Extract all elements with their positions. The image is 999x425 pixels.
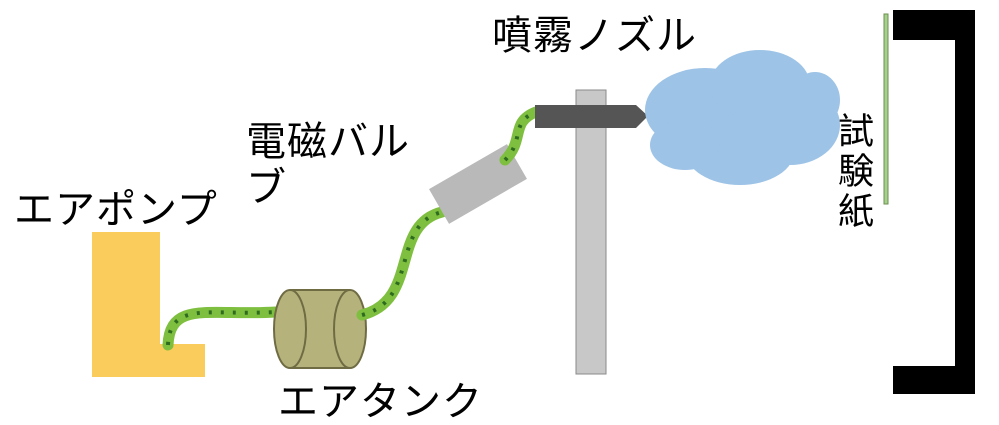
test-paper-label: 試験紙 <box>832 112 873 232</box>
solenoid-valve-label-line2: ブ <box>246 165 287 211</box>
nozzle-stand <box>575 89 607 375</box>
paper-holder-frame <box>893 10 975 394</box>
air-pump <box>92 232 205 377</box>
air-tank-label: エアタンク <box>278 379 483 425</box>
test-paper <box>883 13 889 205</box>
air-tank <box>273 289 367 369</box>
tube-tank-to-valve <box>356 206 448 321</box>
spray-nozzle <box>535 105 648 128</box>
tube-valve-to-nozzle <box>499 106 542 166</box>
tube-pump-to-tank <box>162 306 282 351</box>
tube-pump-to-tank-arrows <box>166 310 277 346</box>
spray-nozzle-label: 噴霧ノズル <box>492 13 697 59</box>
air-pump-label: エアポンプ <box>14 187 218 233</box>
tube-tank-to-valve-arrows <box>361 210 443 317</box>
spray-cloud <box>645 50 840 185</box>
solenoid-valve-label-line1: 電磁バル <box>246 119 410 165</box>
